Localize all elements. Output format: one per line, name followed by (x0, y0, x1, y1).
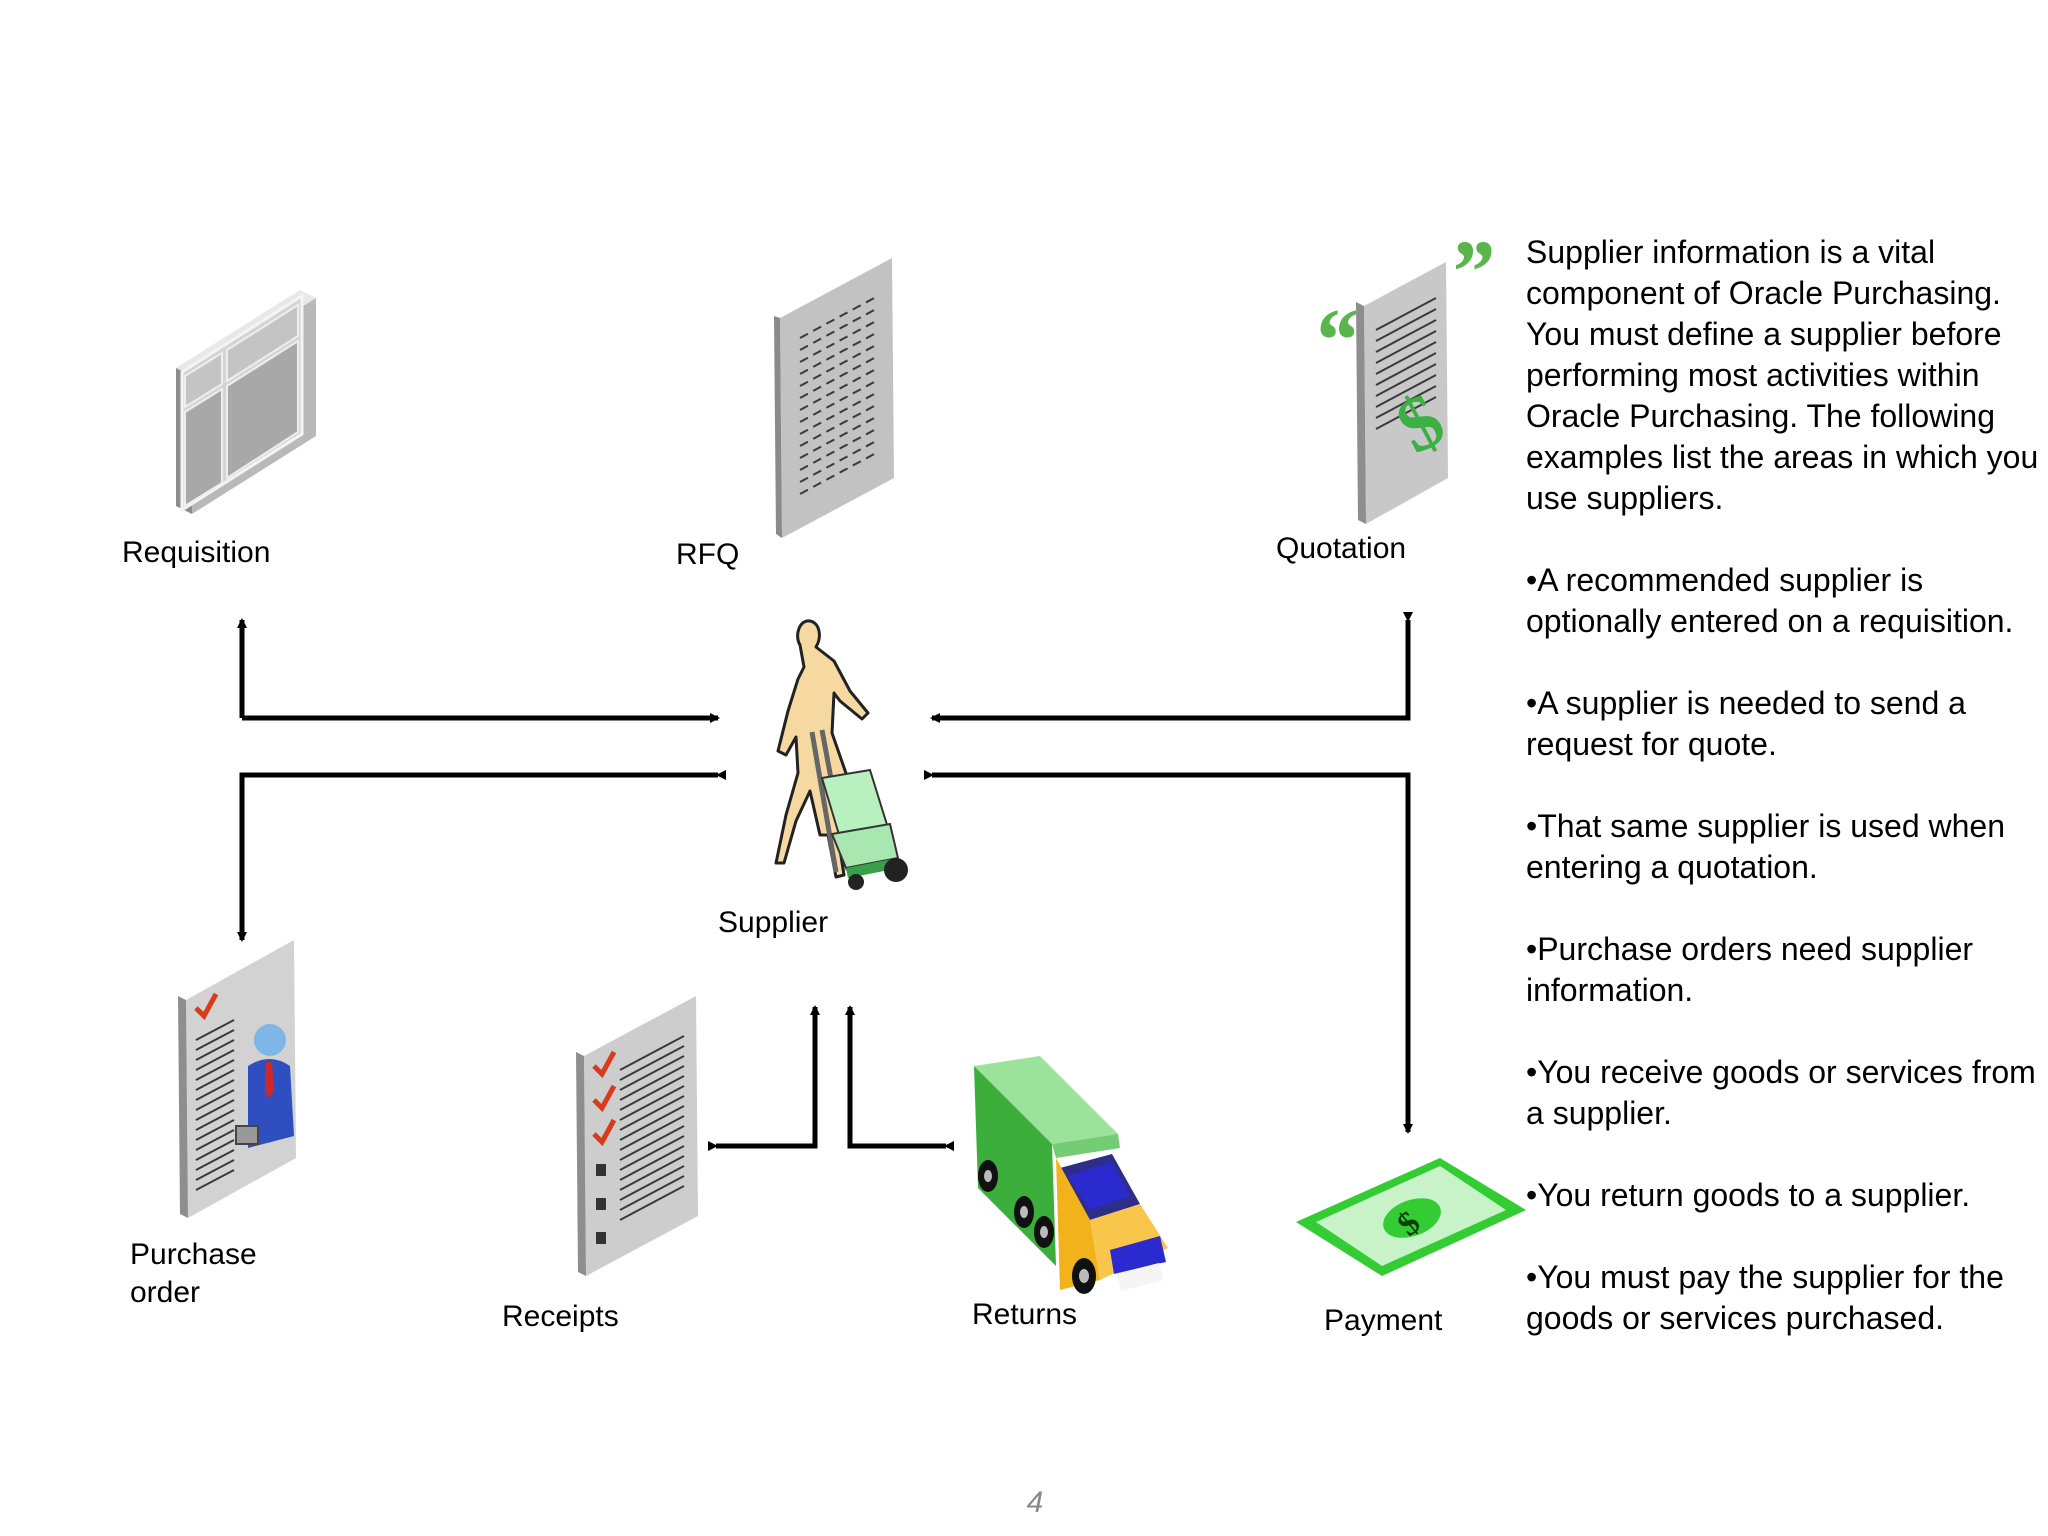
arrow-supplier-purchase-order (237, 770, 726, 942)
document-text-line (619, 1045, 685, 1081)
document-text-line (619, 1035, 685, 1071)
document-text-line (619, 1185, 685, 1221)
arrow-quotation-supplier (930, 612, 1413, 723)
document-text-line (195, 1069, 235, 1091)
document-text-line (195, 1039, 235, 1061)
document-text-line (195, 1029, 235, 1051)
document-text-line (1375, 319, 1437, 353)
supplier-label: Supplier (718, 906, 829, 939)
document-text-line (195, 1049, 235, 1071)
document-text-line (195, 1079, 235, 1101)
document-text-line (195, 1149, 235, 1171)
document-text-line (1375, 396, 1437, 430)
document-text-line (619, 1075, 685, 1111)
document-text-line (195, 1109, 235, 1131)
document-text-line (619, 1055, 685, 1091)
arrow-supplier-payment (924, 770, 1413, 1134)
page-number: 4 (1026, 1486, 1044, 1519)
document-text-line (1375, 341, 1437, 375)
quotation-label: Quotation (1276, 532, 1407, 565)
bullet-purchase-order: •Purchase orders need supplier informati… (1526, 931, 1974, 1008)
supplier-person-icon (774, 619, 908, 890)
bullet-requisition: •A recommended supplier is optionally en… (1526, 562, 2014, 639)
document-text-line (619, 1105, 685, 1141)
intro-paragraph: Supplier information is a vital componen… (1526, 234, 2039, 516)
bullet-quotation: •That same supplier is used when enterin… (1526, 808, 2005, 885)
document-text-line (195, 1099, 235, 1121)
document-text-line (1375, 363, 1437, 397)
document-text-line (1375, 374, 1437, 408)
document-text-line (1375, 308, 1437, 342)
arrow-returns-supplier (845, 1005, 954, 1151)
receipts-checklist-icon (576, 996, 698, 1276)
rfq-document-icon (774, 258, 894, 538)
quotation-document-icon: $ “ ” (1312, 223, 1493, 524)
document-text-line (195, 1139, 235, 1161)
svg-text:“: “ (1312, 291, 1357, 390)
arrow-receipts-supplier (708, 1005, 820, 1151)
payment-money-icon: $ (1296, 1158, 1526, 1276)
document-text-line (619, 1125, 685, 1161)
document-text-line (619, 1135, 685, 1171)
purchase-order-icon (178, 940, 296, 1218)
document-text-line (619, 1065, 685, 1101)
document-text-line (619, 1095, 685, 1131)
requisition-window-icon (176, 290, 316, 514)
document-text-line (1375, 385, 1437, 419)
purchase-order-label-line1: Purchase (130, 1238, 257, 1271)
svg-text:”: ” (1448, 223, 1493, 322)
document-text-line (195, 1169, 235, 1191)
receipts-label: Receipts (502, 1300, 619, 1333)
document-text-line (1375, 352, 1437, 386)
document-text-line (619, 1165, 685, 1201)
document-text-line (1375, 297, 1437, 331)
document-text-line (195, 1119, 235, 1141)
purchase-order-label: Purchase order (130, 1236, 257, 1312)
document-text-line (195, 1059, 235, 1081)
purchase-order-label-line2: order (130, 1276, 201, 1309)
payment-label: Payment (1324, 1304, 1443, 1337)
arrows (237, 612, 1413, 1151)
document-text-line (619, 1085, 685, 1121)
bullet-returns: •You return goods to a supplier. (1526, 1177, 1971, 1213)
document-text-line (619, 1115, 685, 1151)
bullet-payment: •You must pay the supplier for the goods… (1526, 1259, 2004, 1336)
document-text-line (195, 1129, 235, 1151)
rfq-label: RFQ (676, 538, 740, 571)
document-text-line (195, 1019, 235, 1041)
document-text-line (619, 1175, 685, 1211)
returns-label: Returns (972, 1298, 1078, 1331)
bullet-rfq: •A supplier is needed to send a request … (1526, 685, 1966, 762)
returns-truck-icon (974, 1056, 1168, 1294)
document-text-line (619, 1155, 685, 1191)
document-text-line (195, 1159, 235, 1181)
document-text-line (619, 1145, 685, 1181)
document-text-line (1375, 330, 1437, 364)
supplier-info-text: Supplier information is a vital componen… (1526, 232, 2046, 1380)
document-text-line (195, 1089, 235, 1111)
bullet-receipts: •You receive goods or services from a su… (1526, 1054, 2036, 1131)
requisition-label: Requisition (122, 536, 271, 569)
